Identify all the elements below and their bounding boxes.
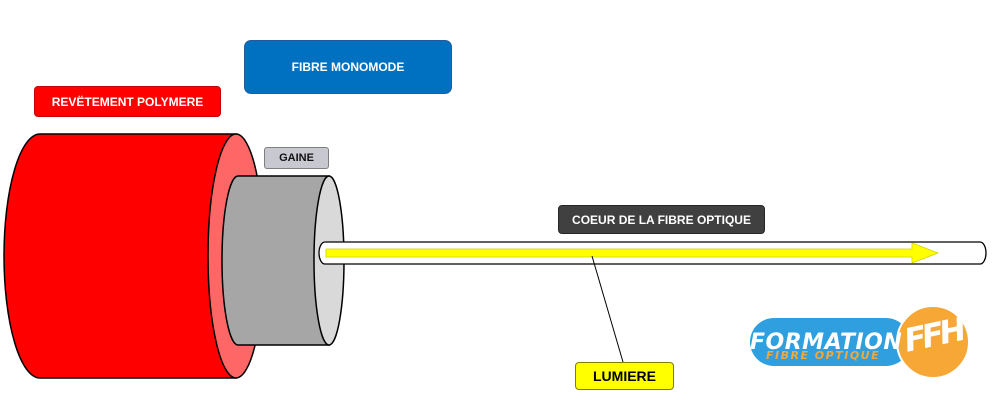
lumiere-label: LUMIERE <box>575 362 674 390</box>
logo-title: FORMATION <box>750 330 903 355</box>
lumiere-leader-line <box>591 255 624 363</box>
coeur-fibre-label: COEUR DE LA FIBRE OPTIQUE <box>558 205 765 234</box>
gaine-label: GAINE <box>264 147 329 169</box>
formation-logo <box>750 305 970 379</box>
revetement-polymere-label: REVËTEMENT POLYMERE <box>34 86 221 117</box>
logo-subtitle: FIBRE OPTIQUE <box>766 349 881 362</box>
fibre-monomode-label: FIBRE MONOMODE <box>244 40 452 94</box>
light-beam-arrow <box>325 242 940 264</box>
